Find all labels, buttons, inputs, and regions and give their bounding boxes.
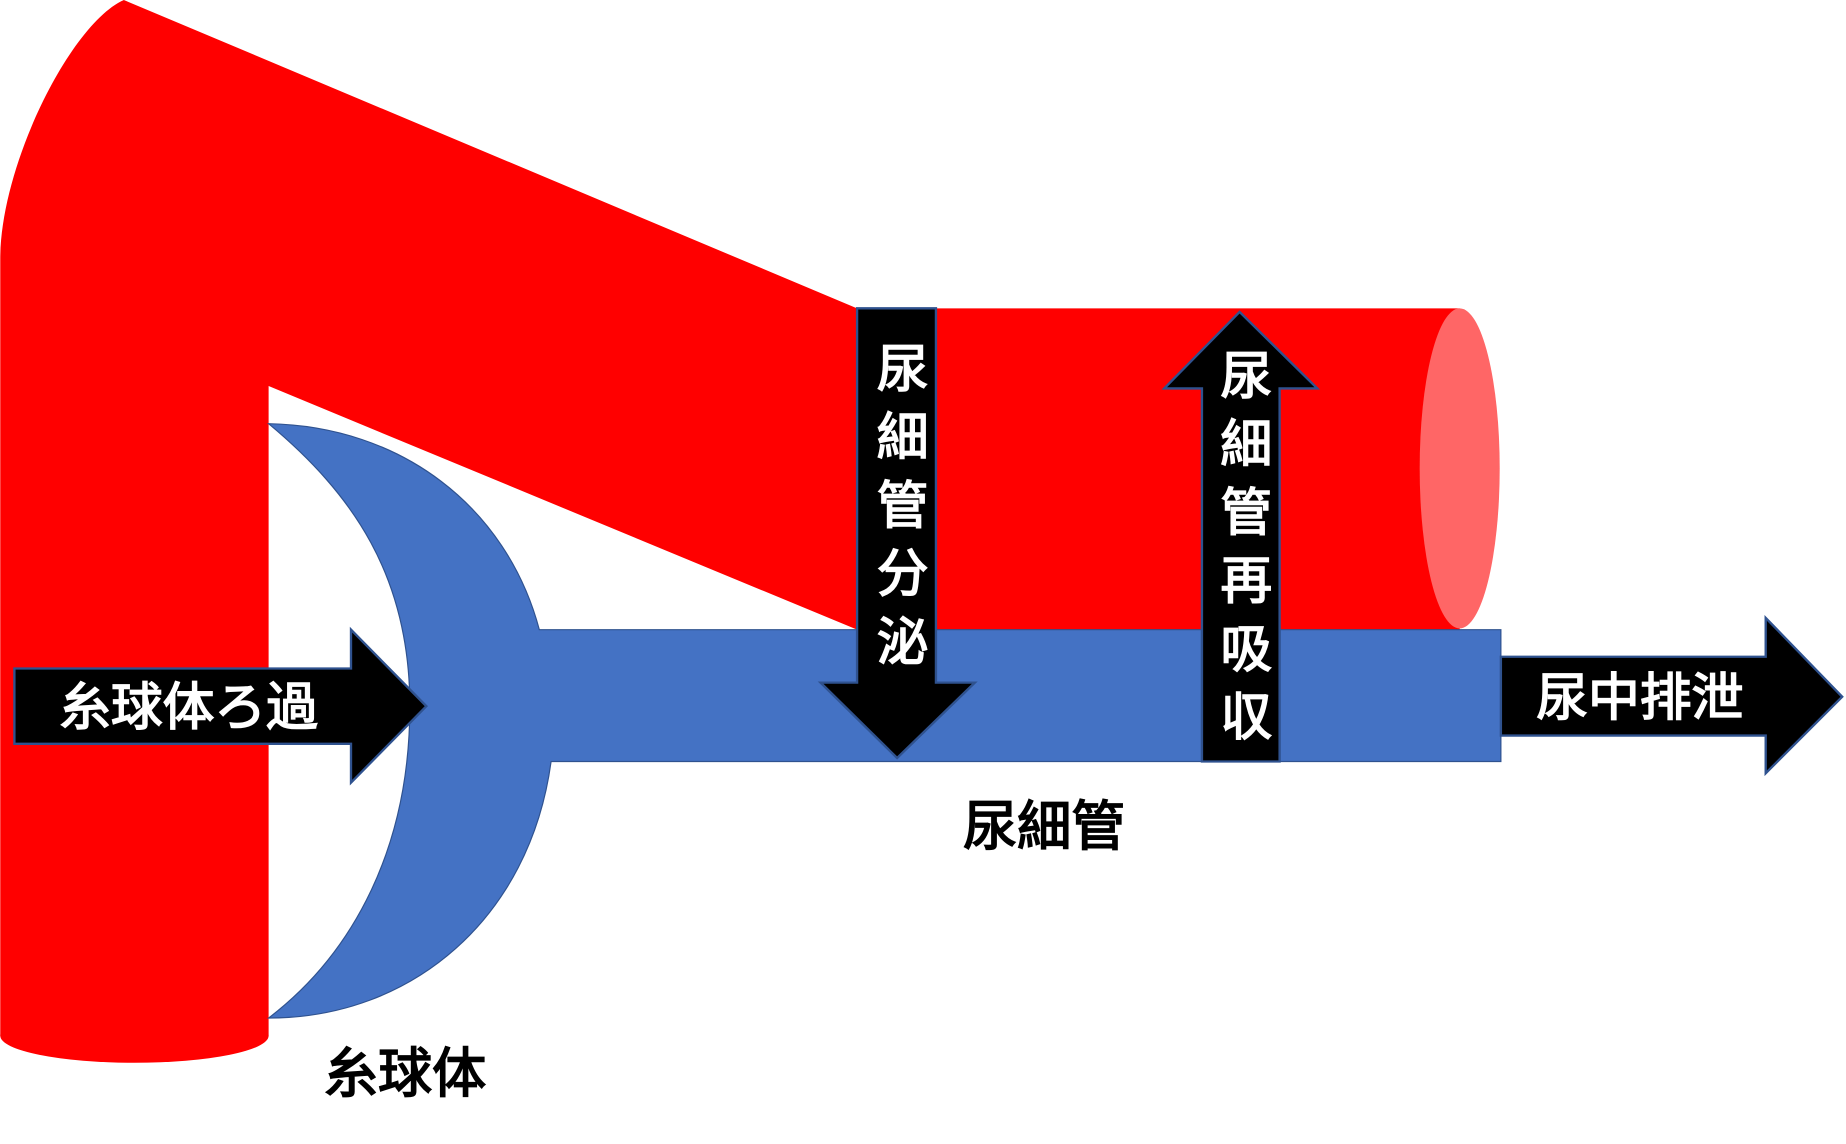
vessel-right-end	[1419, 308, 1500, 629]
excretion-label: 尿中排泄	[1536, 669, 1743, 729]
secretion-label: 尿細管分泌	[867, 341, 928, 682]
filtration-label: 糸球体ろ過	[59, 678, 318, 738]
secretion-arrow-shape	[817, 307, 978, 760]
glomerulus-label: 糸球体	[324, 1042, 487, 1105]
tubule-label: 尿細管	[963, 795, 1125, 858]
blood-vessel	[0, 0, 1500, 1063]
filtration-arrow: 糸球体ろ過	[13, 626, 428, 786]
reabsorption-arrow: 尿細管再吸収	[1161, 310, 1321, 763]
filtration-arrow-shape	[13, 626, 428, 786]
reabsorption-arrow-shape	[1161, 310, 1321, 763]
reabsorption-label: 尿細管再吸収	[1211, 348, 1272, 758]
excretion-arrow-shape	[1499, 614, 1844, 777]
secretion-arrow: 尿細管分泌	[817, 307, 978, 760]
excretion-arrow: 尿中排泄	[1499, 614, 1844, 777]
vessel-body	[0, 0, 1460, 1036]
